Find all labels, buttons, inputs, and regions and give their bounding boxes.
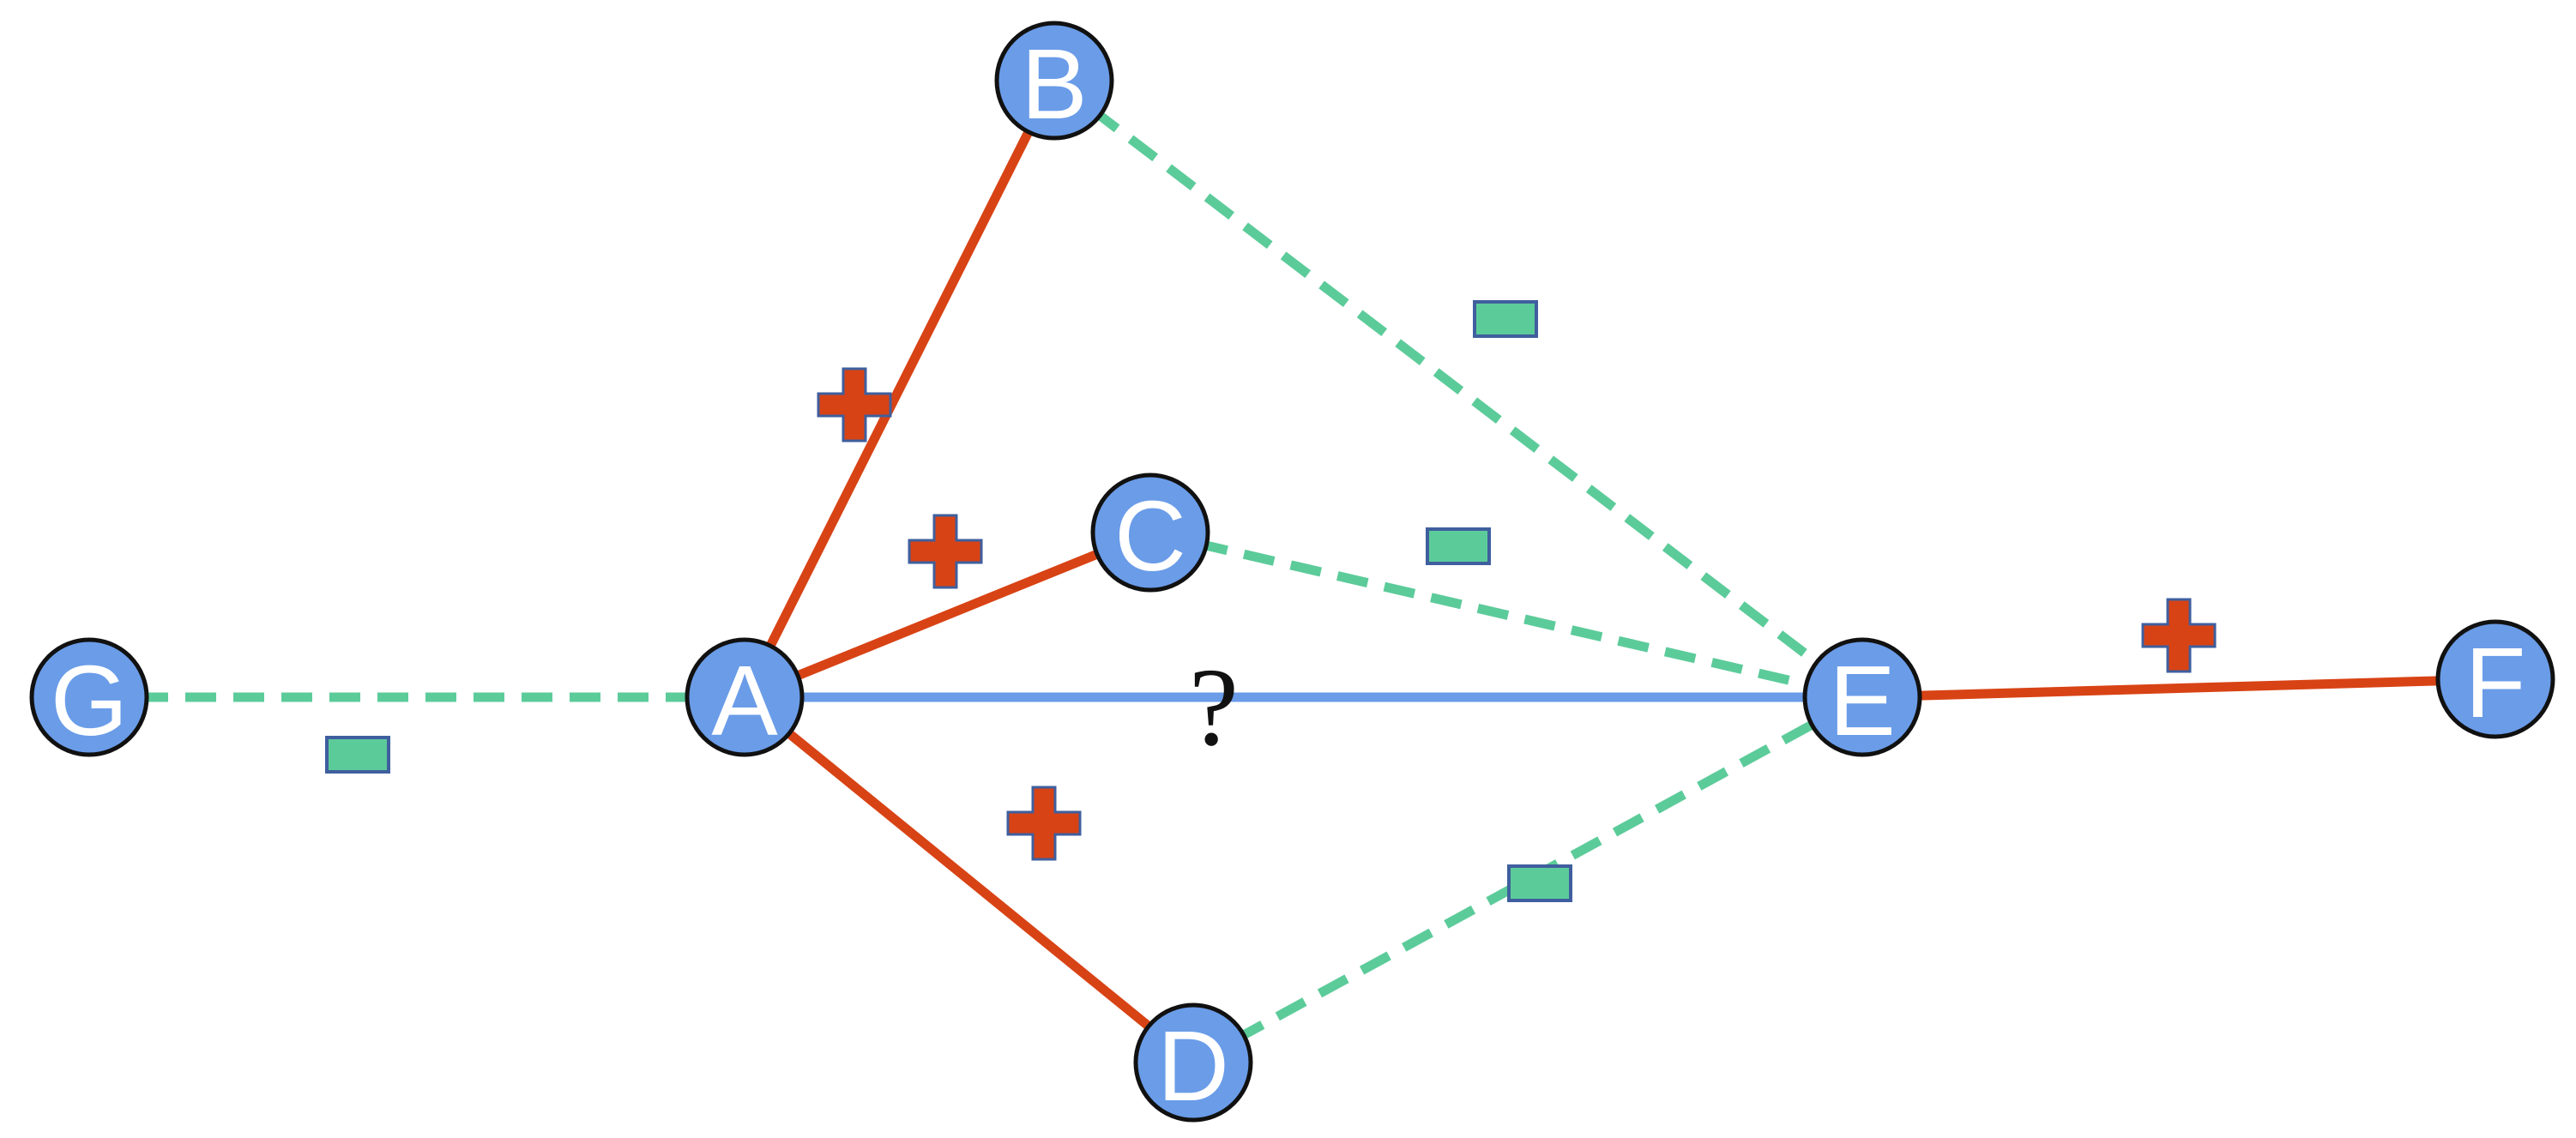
- edge-a-b: [740, 78, 1059, 700]
- edge-e-f: [1861, 674, 2496, 702]
- minus-sign-icon: [1473, 300, 1538, 338]
- minus-sign-icon: [1507, 864, 1572, 902]
- minus-sign-icon: [1426, 527, 1491, 565]
- node-g: G: [29, 637, 149, 757]
- query-layer: ?: [1189, 646, 1239, 769]
- node-d: D: [1133, 1003, 1253, 1123]
- edge-c-e: [1149, 527, 1864, 702]
- sign-markers-layer: [325, 300, 2217, 902]
- edge-a-d: [741, 693, 1197, 1067]
- plus-sign-icon: [1006, 786, 1082, 861]
- plus-sign-icon: [2141, 598, 2217, 673]
- edge-a-c: [742, 527, 1153, 702]
- nodes-layer: A B C D E F G: [29, 21, 2555, 1123]
- edge-b-e: [1051, 76, 1866, 701]
- node-label: C: [1114, 480, 1186, 592]
- edges-layer: [89, 76, 2496, 1067]
- node-label: A: [711, 645, 778, 756]
- node-a: A: [685, 637, 805, 757]
- node-c: C: [1090, 473, 1210, 593]
- node-label: G: [51, 645, 128, 756]
- edge-d-e: [1191, 693, 1865, 1067]
- plus-sign-icon: [908, 514, 983, 589]
- node-b: B: [994, 21, 1114, 141]
- node-label: E: [1829, 645, 1895, 756]
- node-label: D: [1157, 1010, 1229, 1122]
- minus-sign-icon: [325, 736, 390, 774]
- plus-sign-icon: [817, 367, 892, 443]
- edge-label-a-e: ?: [1189, 646, 1239, 769]
- node-f: F: [2435, 619, 2555, 739]
- node-label: F: [2465, 627, 2526, 738]
- node-label: B: [1021, 28, 1087, 140]
- node-e: E: [1802, 637, 1922, 757]
